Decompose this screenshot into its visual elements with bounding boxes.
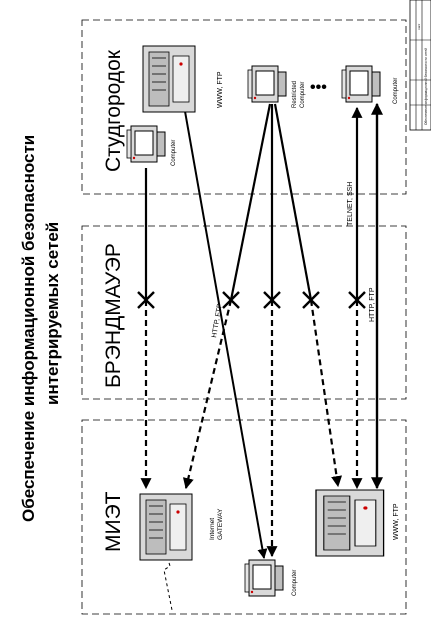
- restricted-label-line1: Restricted: [292, 81, 298, 108]
- zone-firewall-box: [81, 225, 407, 400]
- miet-gateway-label-line2: GATEWAY: [217, 508, 224, 540]
- link-restricted-server-solid: [273, 103, 313, 301]
- miet-gateway-label-line1: Internet: [209, 518, 216, 540]
- title-block-small: лист: [417, 23, 421, 30]
- link-restricted-server-dashed: [309, 299, 343, 488]
- campus-computer-right-label: Computer: [393, 78, 399, 104]
- miet-gateway: Internet GATEWAY: [139, 493, 224, 561]
- block-cross-4: [302, 291, 320, 309]
- zone-miet-box: [81, 419, 407, 615]
- label-http-ftp-right: HTTP, FTP: [369, 287, 376, 322]
- campus-server: WWW, FTP: [142, 45, 224, 113]
- title-block-text: Обеспечение информационной безопасности …: [424, 48, 428, 125]
- miet-server: WWW, FTP: [315, 489, 400, 557]
- server-icon: [315, 489, 385, 557]
- title-block: Обеспечение информационной безопасности …: [409, 0, 431, 131]
- campus-server-label: WWW, FTP: [217, 71, 224, 108]
- label-telnet-ssh: TELNET, SSH: [347, 182, 354, 226]
- miet-computer: Computer: [244, 559, 298, 597]
- zone-label-miet: МИЭТ: [102, 491, 125, 552]
- campus-ellipsis: •••: [310, 79, 327, 96]
- link-restricted-gateway-dashed: [182, 299, 233, 490]
- computer-icon: [247, 65, 287, 103]
- zone-label-campus: Студгородок: [102, 49, 125, 172]
- block-cross-1: [137, 291, 155, 309]
- campus-computer-label: Computer: [171, 140, 177, 166]
- block-cross-2: [222, 291, 240, 309]
- page-title-line1: Обеспечение информационной безопасности: [19, 135, 38, 522]
- restricted-label-line2: Computer: [300, 82, 306, 108]
- link-http-ftp-diagonal: [179, 99, 268, 559]
- page-title-line2: интегрируемых сетей: [43, 222, 62, 405]
- firewall-blocks: [137, 291, 366, 309]
- block-cross-3: [263, 291, 281, 309]
- miet-computer-label: Computer: [292, 570, 298, 596]
- server-icon: [142, 45, 196, 113]
- zone-label-firewall: БРЭНДМАУЭР: [102, 243, 125, 388]
- campus-computer-right: Computer: [341, 65, 399, 104]
- computer-icon: [126, 125, 166, 163]
- miet-server-label: WWW, FTP: [393, 503, 400, 540]
- computer-icon: [341, 65, 381, 103]
- server-icon: [139, 493, 193, 561]
- campus-computer: Computer: [126, 125, 177, 166]
- restricted-computer: Restricted Computer: [247, 65, 306, 108]
- block-cross-5: [348, 291, 366, 309]
- links: [140, 99, 383, 611]
- computer-icon: [244, 559, 284, 597]
- link-restricted-gateway-solid: [229, 103, 272, 301]
